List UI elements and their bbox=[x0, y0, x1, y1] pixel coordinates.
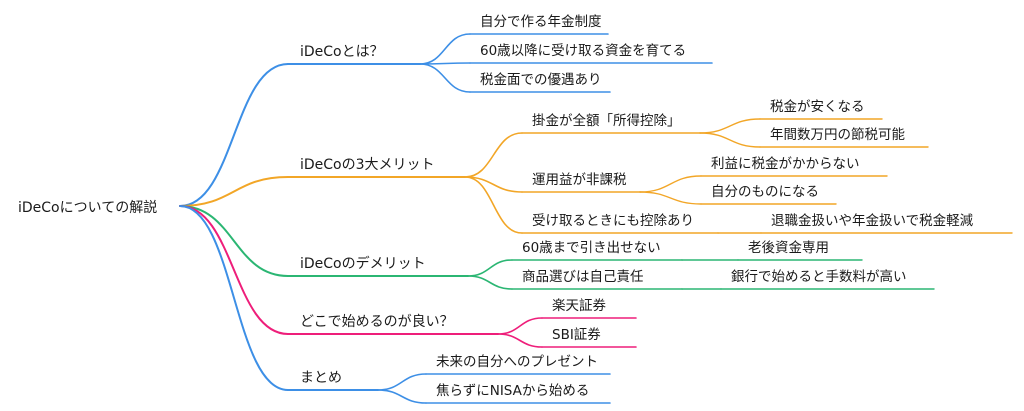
leaf-label: 老後資金専用 bbox=[748, 240, 829, 256]
branch-label: iDeCoの3大メリット bbox=[300, 157, 435, 173]
leaf-label: 銀行で始めると手数料が高い bbox=[731, 268, 907, 285]
child-label: 焦らずにNISAから始める bbox=[436, 383, 589, 399]
leaf-label: 自分のものになる bbox=[711, 184, 819, 200]
branch-connector bbox=[179, 205, 289, 391]
leaf-connector bbox=[639, 175, 702, 193]
child-label: 商品選びは自己責任 bbox=[522, 269, 644, 285]
child-label: 60歳以降に受け取る資金を育てる bbox=[480, 43, 686, 59]
branch-connector bbox=[179, 63, 289, 207]
child-connector bbox=[467, 259, 513, 277]
child-label: 受け取るときにも控除あり bbox=[532, 213, 694, 229]
child-connector bbox=[464, 176, 523, 234]
child-label: 掛金が全額「所得控除」 bbox=[532, 112, 681, 129]
leaf-label: 年間数万円の節税可能 bbox=[770, 127, 905, 143]
leaf-connector bbox=[639, 191, 702, 205]
child-connector bbox=[419, 63, 471, 93]
branch-connector bbox=[179, 176, 289, 207]
child-connector bbox=[497, 317, 543, 335]
leaf-connector bbox=[699, 118, 761, 134]
child-connector bbox=[377, 389, 427, 404]
leaf-label: 退職金扱いや年金扱いで税金軽減 bbox=[771, 212, 974, 229]
child-label: 未来の自分へのプレゼント bbox=[436, 354, 598, 370]
child-label: 自分で作る年金制度 bbox=[480, 14, 602, 30]
branch-label: まとめ bbox=[300, 370, 342, 386]
child-label: 60歳まで引き出せない bbox=[522, 240, 661, 256]
child-label: 楽天証券 bbox=[552, 298, 606, 314]
branch-connector bbox=[179, 205, 289, 335]
branch-label: どこで始めるのが良い？ bbox=[300, 314, 454, 330]
leaf-label: 利益に税金がかからない bbox=[711, 156, 860, 172]
child-connector bbox=[419, 33, 471, 65]
child-label: 税金面での優遇あり bbox=[480, 72, 602, 88]
leaf-label: 税金が安くなる bbox=[770, 99, 865, 115]
mindmap-labels: iDeCoについての解説 iDeCoとは？ 自分で作る年金制度 60歳以降に受け取る資… bbox=[18, 14, 974, 399]
child-connector bbox=[464, 132, 523, 178]
child-connector bbox=[464, 176, 523, 193]
child-connector bbox=[377, 373, 427, 391]
leaf-connector bbox=[699, 132, 761, 148]
child-label: SBI証券 bbox=[552, 327, 601, 343]
branch-label: iDeCoとは？ bbox=[300, 44, 384, 60]
branch-connector bbox=[179, 205, 289, 277]
child-label: 運用益が非課税 bbox=[532, 172, 627, 188]
child-connector bbox=[497, 333, 543, 348]
branch-label: iDeCoのデメリット bbox=[300, 255, 426, 272]
root-topic-label: iDeCoについての解説 bbox=[18, 200, 157, 216]
child-connector bbox=[467, 275, 513, 290]
mindmap-edges bbox=[179, 33, 1013, 404]
